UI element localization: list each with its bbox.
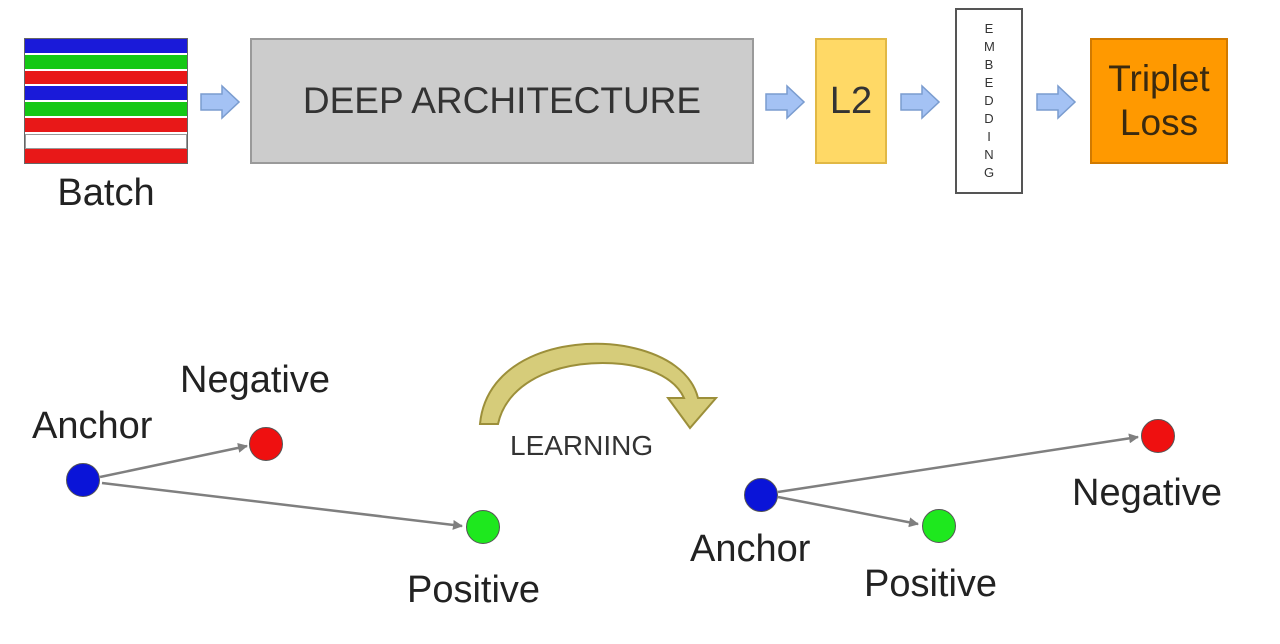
batch-stack: [24, 38, 188, 164]
negative-label-after: Negative: [1072, 472, 1222, 514]
l2-normalization-box: L2: [815, 38, 887, 164]
flow-arrow-icon: [765, 84, 805, 120]
anchor-point-after: [744, 478, 778, 512]
batch-stripe: [25, 39, 187, 55]
embedding-box: EMBEDDING: [955, 8, 1023, 194]
negative-label-before: Negative: [180, 359, 330, 401]
flow-arrow-icon: [200, 84, 240, 120]
positive-label-after: Positive: [864, 563, 998, 605]
batch-stripe: [25, 70, 187, 87]
l2-label: L2: [829, 79, 873, 122]
edge-anchor-negative-before: [99, 442, 248, 479]
learning-label: LEARNING: [510, 430, 654, 461]
batch-label: Batch: [57, 172, 155, 214]
flow-arrow-icon: [1036, 84, 1076, 120]
flow-arrow-icon: [900, 84, 940, 120]
anchor-point-before: [66, 463, 100, 497]
batch-stripe: [25, 117, 187, 134]
learning-curved-arrow-icon: [478, 342, 719, 430]
batch-stripe: [25, 86, 187, 102]
positive-point-before: [466, 510, 500, 544]
positive-label-before: Positive: [407, 569, 541, 611]
deep-architecture-label: DEEP ARCHITECTURE: [302, 80, 702, 121]
batch-stripe: [25, 133, 187, 150]
edge-anchor-positive-after: [777, 495, 919, 528]
anchor-label-before: Anchor: [32, 405, 153, 447]
negative-point-after: [1141, 419, 1175, 453]
batch-stripe: [25, 54, 187, 71]
triplet-loss-box: Triplet Loss: [1090, 38, 1228, 164]
embedding-label: EMBEDDING: [984, 21, 995, 180]
deep-architecture-box: DEEP ARCHITECTURE: [250, 38, 754, 164]
anchor-label-after: Anchor: [690, 528, 811, 570]
edge-anchor-positive-before: [101, 481, 463, 530]
positive-point-after: [922, 509, 956, 543]
batch-stripe: [25, 102, 187, 118]
batch-stripe: [25, 149, 187, 163]
negative-point-before: [249, 427, 283, 461]
triplet-loss-label: Triplet Loss: [1108, 58, 1210, 143]
